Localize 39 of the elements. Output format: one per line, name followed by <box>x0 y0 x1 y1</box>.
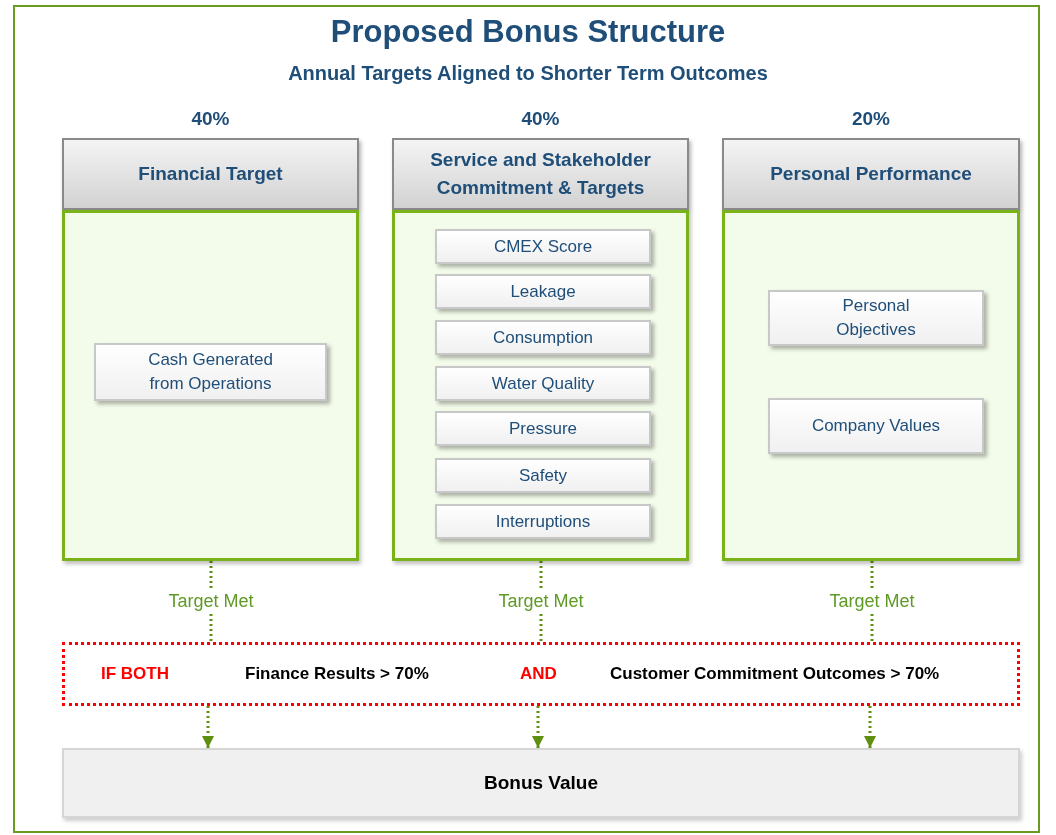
column-header: Personal Performance <box>722 138 1020 210</box>
result-box: Bonus Value <box>62 748 1020 818</box>
box-shape <box>392 210 689 561</box>
box-shape <box>62 210 359 561</box>
arrow <box>532 706 544 748</box>
connector-line <box>209 614 213 642</box>
arrow <box>864 706 876 748</box>
metric-box: Water Quality <box>435 366 651 401</box>
metric-box: Consumption <box>435 320 651 355</box>
condition-box <box>62 642 1020 706</box>
subtitle: Annual Targets Aligned to Shorter Term Outcomes <box>287 62 769 85</box>
condition-label: Target Met <box>486 588 596 614</box>
metric-box: Safety <box>435 458 651 493</box>
column-header: Financial Target <box>62 138 359 210</box>
metric-box: Personal Objectives <box>768 290 984 346</box>
weight-percentage: 20% <box>851 108 891 130</box>
condition-text: Customer Commitment Outcomes > 70% <box>610 664 940 684</box>
connector-line <box>870 561 874 588</box>
metric-box: Leakage <box>435 274 651 309</box>
metric-box: Interruptions <box>435 504 651 539</box>
connector-line <box>209 561 213 588</box>
arrow <box>202 706 214 748</box>
condition-label: Target Met <box>817 588 927 614</box>
weight-percentage: 40% <box>520 108 561 130</box>
condition-keyword: IF BOTH <box>101 664 169 684</box>
metric-box: Pressure <box>435 411 651 446</box>
connector-line <box>539 614 543 642</box>
condition-text: Finance Results > 70% <box>245 664 429 684</box>
title: Proposed Bonus Structure <box>329 14 727 50</box>
box-shape <box>722 210 1020 561</box>
condition-keyword: AND <box>520 664 557 684</box>
metric-box: Company Values <box>768 398 984 454</box>
metric-box: Cash Generated from Operations <box>94 343 327 401</box>
condition-label: Target Met <box>156 588 266 614</box>
connector-line <box>539 561 543 588</box>
weight-percentage: 40% <box>190 108 231 130</box>
metric-box: CMEX Score <box>435 229 651 264</box>
column-header: Service and Stakeholder Commitment & Targets <box>392 138 689 210</box>
connector-line <box>870 614 874 642</box>
